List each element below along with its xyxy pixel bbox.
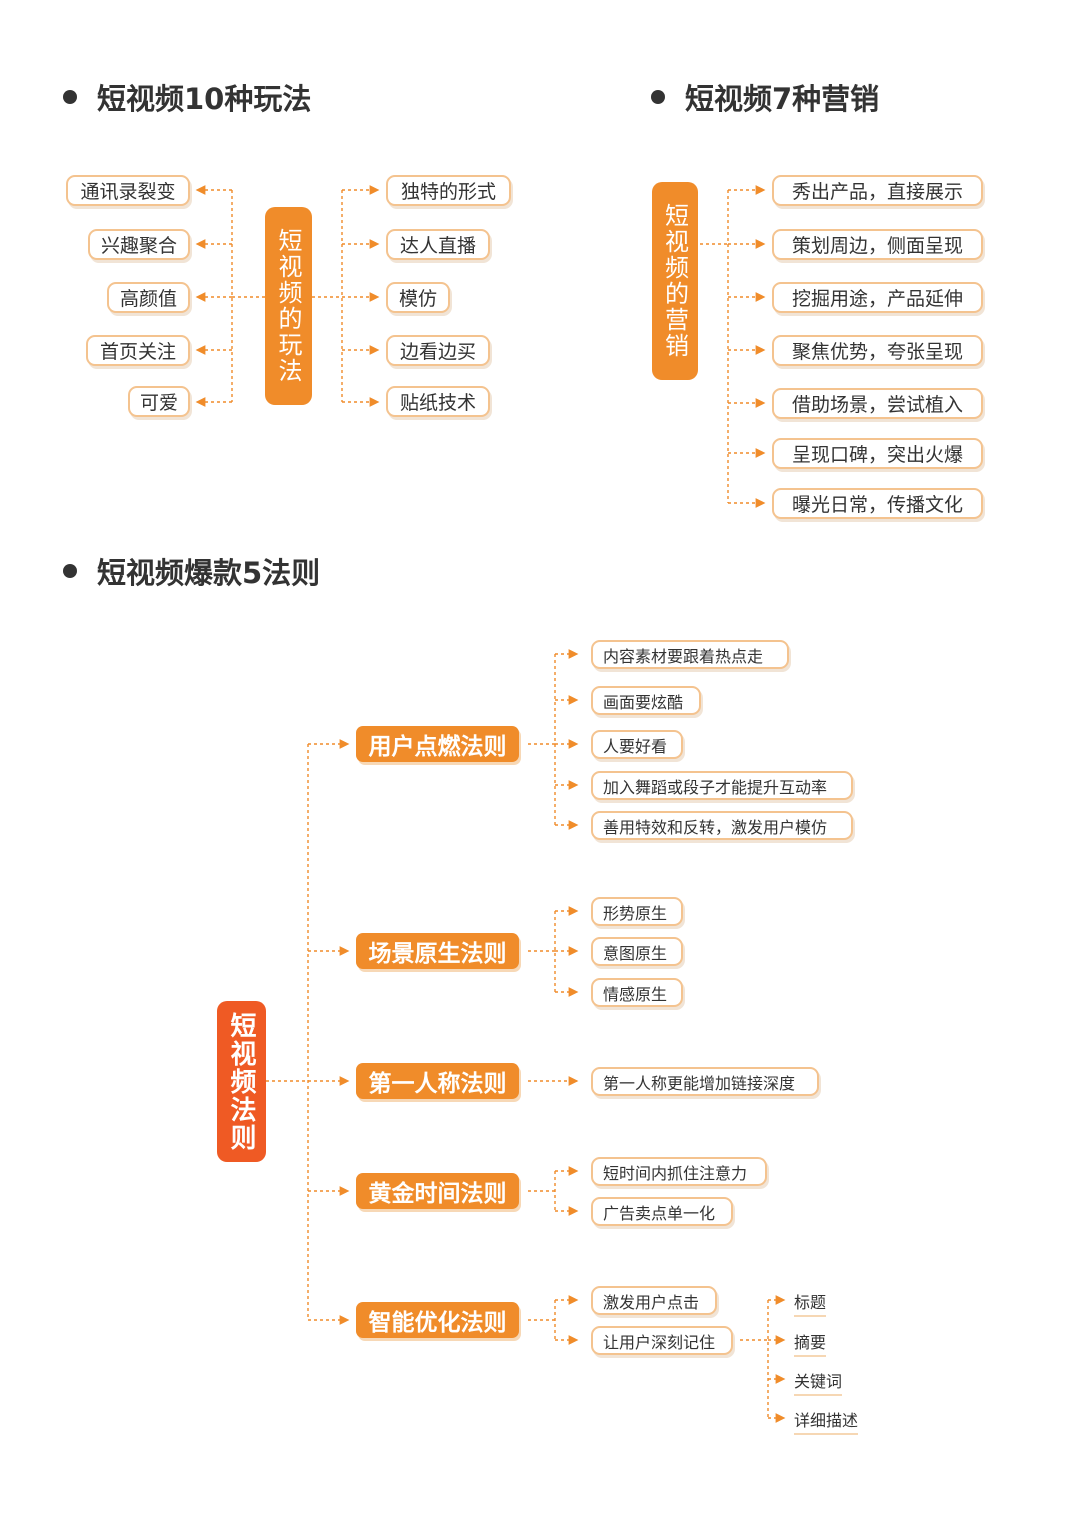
plays-right-node: 独特的形式 [386,175,511,206]
rule-leaf-node: 情感原生 [591,978,683,1007]
plays-right-node: 贴纸技术 [386,386,490,417]
rule-leaf-node: 让用户深刻记住 [591,1326,733,1355]
marketing-node: 借助场景，尝试植入 [772,388,983,419]
section-title-rules: 短视频爆款5法则 [63,550,320,592]
bullet-dot-icon [63,564,77,578]
plays-left-node: 首页关注 [86,335,190,366]
rule-leaf-node: 人要好看 [591,730,683,759]
marketing-node: 曝光日常，传播文化 [772,488,983,519]
rule-sub-item: 摘要 [794,1329,827,1357]
rule-leaf-node: 第一人称更能增加链接深度 [591,1067,819,1096]
plays-right-node: 边看边买 [386,335,490,366]
section-title-plays: 短视频10种玩法 [63,76,311,118]
rule-sub-item: 标题 [794,1289,827,1317]
rule-node: 用户点燃法则 [356,726,519,762]
bullet-dot-icon [63,90,77,104]
marketing-node: 聚焦优势，夸张呈现 [772,335,983,366]
marketing-title-text: 短视频7种营销 [685,82,880,116]
rules-center-node: 短视频法则 [217,1001,266,1162]
plays-title-text: 短视频10种玩法 [97,82,312,116]
bullet-dot-icon [651,90,665,104]
rule-leaf-node: 意图原生 [591,937,683,966]
section-title-marketing: 短视频7种营销 [651,76,879,118]
rule-node: 场景原生法则 [356,933,519,969]
rule-leaf-node: 画面要炫酷 [591,686,701,715]
rule-leaf-node: 加入舞蹈或段子才能提升互动率 [591,771,853,800]
rule-node: 黄金时间法则 [356,1173,519,1209]
rule-leaf-node: 激发用户点击 [591,1286,717,1315]
plays-left-node: 可爱 [128,386,190,417]
plays-left-node: 通讯录裂变 [66,175,190,206]
marketing-node: 秀出产品，直接展示 [772,175,983,206]
rules-title-text: 短视频爆款5法则 [97,556,321,590]
marketing-node: 呈现口碑，突出火爆 [772,438,983,469]
plays-center-node: 短视频的玩法 [265,207,312,405]
marketing-node: 策划周边，侧面呈现 [772,229,983,260]
rule-node: 智能优化法则 [356,1302,519,1338]
rule-sub-item: 关键词 [794,1368,843,1396]
rule-leaf-node: 广告卖点单一化 [591,1197,733,1226]
rule-node: 第一人称法则 [356,1063,519,1099]
plays-right-node: 模仿 [386,282,450,313]
rule-leaf-node: 内容素材要跟着热点走 [591,640,789,669]
marketing-center-node: 短视频的营销 [652,182,698,380]
marketing-node: 挖掘用途，产品延伸 [772,282,983,313]
rule-leaf-node: 善用特效和反转，激发用户模仿 [591,811,853,840]
rule-sub-item: 详细描述 [794,1407,859,1435]
plays-left-node: 兴趣聚合 [88,229,190,260]
plays-left-node: 高颜值 [107,282,190,313]
rule-leaf-node: 短时间内抓住注意力 [591,1157,767,1186]
plays-right-node: 达人直播 [386,229,490,260]
rule-leaf-node: 形势原生 [591,897,683,926]
